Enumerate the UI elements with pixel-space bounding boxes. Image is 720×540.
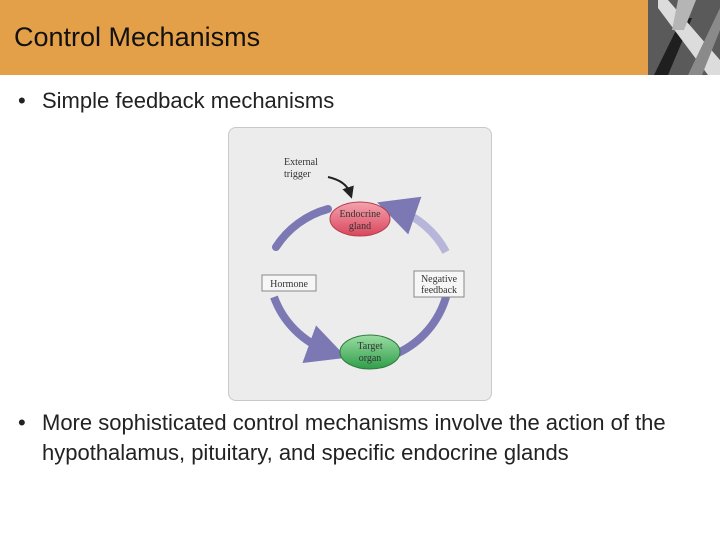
arc-feedback-to-gland	[377, 196, 450, 254]
target-organ-node	[339, 334, 401, 370]
title-bar: Control Mechanisms	[0, 0, 720, 75]
arc-gland-to-hormone	[272, 205, 332, 251]
feedback-cycle-figure: External trigger Endocrine gland Hormone…	[228, 127, 492, 401]
bullet-marker: •	[18, 410, 26, 435]
arc-hormone-to-target	[270, 295, 347, 363]
crossed-bars-logo-icon	[648, 0, 720, 75]
hormone-box	[261, 274, 317, 292]
target-organ-label-2: organ	[359, 353, 382, 364]
negative-feedback-box	[413, 270, 465, 298]
hormone-label: Hormone	[270, 279, 308, 290]
target-organ-label-1: Target	[357, 341, 382, 352]
bullet-sophisticated-control: • More sophisticated control mechanisms …	[18, 408, 698, 468]
arc-target-to-feedback	[394, 293, 450, 357]
external-trigger-label-2: trigger	[284, 169, 311, 180]
negative-feedback-label-1: Negative	[421, 274, 458, 285]
trigger-arrow	[327, 176, 354, 199]
bullet-text: More sophisticated control mechanisms in…	[42, 410, 666, 465]
bullet-marker: •	[18, 88, 26, 113]
bullet-text: Simple feedback mechanisms	[42, 88, 335, 113]
bullet-simple-feedback: • Simple feedback mechanisms	[18, 86, 698, 116]
endocrine-gland-label-2: gland	[349, 221, 371, 232]
endocrine-gland-node	[329, 201, 391, 237]
external-trigger-label-1: External	[284, 157, 318, 168]
negative-feedback-label-2: feedback	[421, 285, 457, 296]
slide-title: Control Mechanisms	[14, 22, 261, 52]
endocrine-gland-label-1: Endocrine	[339, 209, 381, 220]
